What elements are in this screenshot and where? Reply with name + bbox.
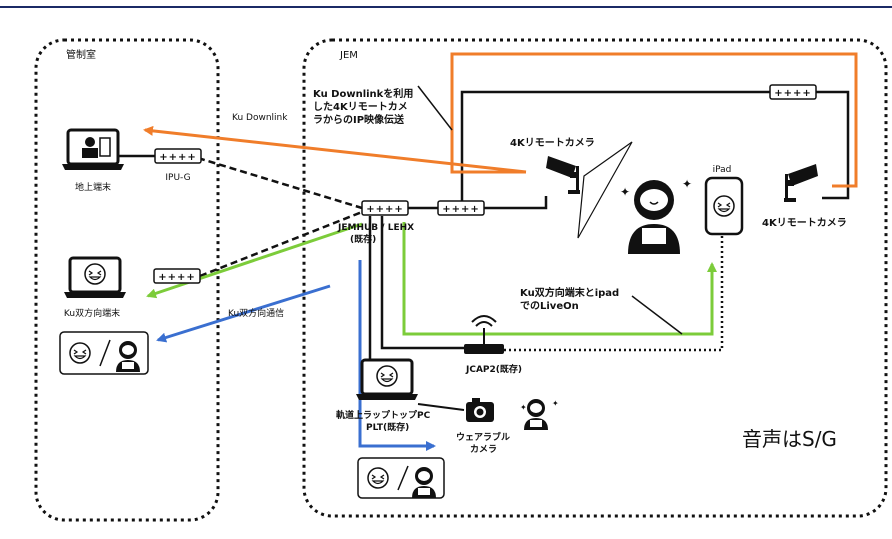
control-room-liveon-panel bbox=[59, 331, 149, 375]
astronaut-small-icon bbox=[524, 399, 548, 430]
ku-bidir-terminal-label: Ku双方向端末 bbox=[64, 307, 120, 319]
top-switch-icon bbox=[769, 84, 817, 100]
ground-terminal-laptop-icon bbox=[60, 128, 126, 172]
orbital-laptop-label: 軌道上ラップトップPC bbox=[336, 409, 431, 421]
downlink-note: Ku Downlinkを利用 した4Kリモートカメ ラからのIP映像伝送 bbox=[313, 85, 453, 131]
dashed-links bbox=[197, 156, 724, 352]
sparkle-small-right: ✦ bbox=[552, 399, 559, 408]
jem-zone bbox=[302, 38, 888, 518]
jcap2-router-icon bbox=[464, 315, 504, 354]
sparkle-left: ✦ bbox=[620, 185, 630, 199]
svg-text:した4Kリモートカメ: した4Kリモートカメ bbox=[313, 101, 408, 113]
svg-text:Ku双方向端末とipad: Ku双方向端末とipad bbox=[520, 286, 619, 299]
jcap2-label: JCAP2(既存) bbox=[465, 363, 522, 375]
jemhub-label-existing: (既存) bbox=[350, 233, 376, 245]
ku-bidir-laptop-icon bbox=[62, 256, 128, 300]
camera-right-icon bbox=[784, 164, 818, 202]
ipad-label: iPad bbox=[713, 165, 732, 175]
astronaut-center-icon bbox=[628, 180, 680, 254]
audio-note: 音声はS/G bbox=[742, 427, 837, 451]
jem-liveon-panel bbox=[357, 457, 445, 499]
control-room-zone bbox=[34, 38, 220, 522]
wearable-camera-icon bbox=[466, 398, 494, 422]
liveon-note: Ku双方向端末とipad でのLiveOn bbox=[520, 286, 683, 335]
svg-text:でのLiveOn: でのLiveOn bbox=[520, 300, 579, 312]
camera-left-label: 4Kリモートカメラ bbox=[510, 137, 595, 149]
jem-title: JEM bbox=[339, 50, 358, 61]
local-switch-icon bbox=[437, 200, 485, 216]
wearable-camera-label: ウェアラブル bbox=[456, 431, 510, 443]
camera-left-icon bbox=[546, 156, 580, 194]
ground-terminal-label: 地上端末 bbox=[75, 181, 111, 193]
sparkle-small-left: ✦ bbox=[520, 403, 527, 412]
jemhub-switch-icon bbox=[361, 200, 409, 216]
green-liveon-path bbox=[146, 222, 717, 336]
ku-downlink-label: Ku Downlink bbox=[232, 113, 288, 123]
jemhub-label: JEMHUB / LEHX bbox=[337, 223, 414, 233]
orange-downlink-path bbox=[143, 52, 858, 188]
control-room-title: 管制室 bbox=[66, 48, 96, 61]
ipad-icon bbox=[704, 176, 744, 236]
wearable-camera-label-2: カメラ bbox=[470, 444, 497, 455]
ku-bidir-comm-label: Ku双方向通信 bbox=[228, 307, 284, 319]
svg-text:ラからのIP映像伝送: ラからのIP映像伝送 bbox=[313, 113, 405, 126]
orbital-laptop-icon bbox=[354, 358, 420, 402]
ipu-g-label: IPU-G bbox=[165, 173, 190, 183]
orbital-laptop-label-existing: PLT(既存) bbox=[366, 421, 409, 433]
ipu-g-switch-icon bbox=[154, 148, 202, 164]
camera-right-label: 4Kリモートカメラ bbox=[762, 217, 847, 229]
blue-bidir-path bbox=[156, 260, 436, 451]
camera-view-cone bbox=[577, 141, 633, 239]
svg-text:Ku Downlinkを利用: Ku Downlinkを利用 bbox=[313, 87, 413, 100]
sparkle-right: ✦ bbox=[682, 177, 692, 191]
laptop-camera-link bbox=[417, 403, 465, 411]
ku-switch-icon bbox=[153, 268, 201, 284]
